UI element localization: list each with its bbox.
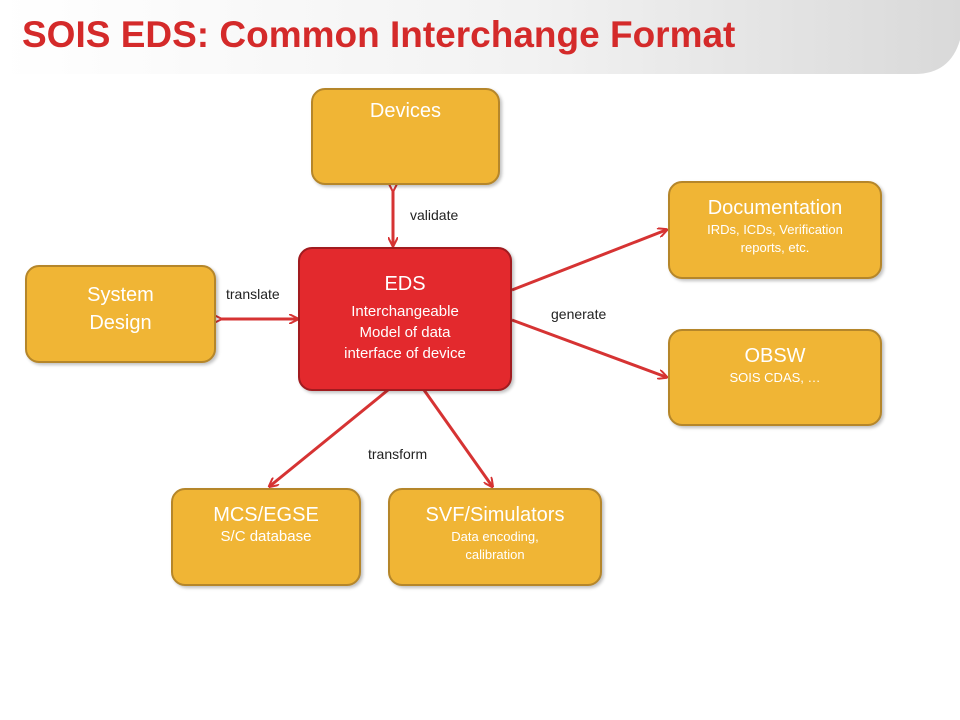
system-design-box: System Design <box>25 265 216 363</box>
eds-line-1: Interchangeable <box>351 303 459 320</box>
documentation-title: Documentation <box>707 197 843 219</box>
arrow-svf <box>422 389 492 486</box>
arrow-mcs <box>270 388 389 486</box>
translate-label: translate <box>226 286 280 302</box>
system-design-line-2: Design <box>89 312 152 334</box>
obsw-title: OBSW <box>744 345 806 367</box>
documentation-line-2: reports, etc. <box>740 240 810 255</box>
eds-title: EDS <box>384 273 426 295</box>
eds-line-2: Model of data <box>359 324 451 341</box>
devices-title: Devices <box>369 100 442 122</box>
svf-simulators-line-1: Data encoding, <box>451 529 539 544</box>
documentation-box: Documentation IRDs, ICDs, Verification r… <box>668 181 882 279</box>
devices-box: Devices <box>311 88 500 185</box>
title-banner-shape <box>0 0 960 74</box>
generate-label: generate <box>551 306 607 322</box>
arrow-documentation <box>511 230 666 292</box>
title-bar: SOIS EDS: Common Interchange Format <box>0 0 960 78</box>
documentation-line-1: IRDs, ICDs, Verification <box>707 222 843 237</box>
eds-line-3: interface of device <box>344 345 466 362</box>
page-title: SOIS EDS: Common Interchange Format <box>22 14 736 55</box>
mcs-egse-title: MCS/EGSE <box>213 504 319 526</box>
svf-simulators-line-2: calibration <box>465 547 525 562</box>
arrow-obsw <box>511 318 666 377</box>
system-design-line-1: System <box>87 284 154 306</box>
mcs-egse-box: MCS/EGSE S/C database <box>171 488 361 586</box>
obsw-box: OBSW SOIS CDAS, … <box>668 329 882 426</box>
transform-label: transform <box>368 446 428 462</box>
obsw-subtitle: SOIS CDAS, … <box>729 370 821 385</box>
mcs-egse-subtitle: S/C database <box>220 528 312 545</box>
svf-simulators-box: SVF/Simulators Data encoding, calibratio… <box>388 488 602 586</box>
eds-box: EDS Interchangeable Model of data interf… <box>298 247 512 391</box>
svf-simulators-title: SVF/Simulators <box>425 504 565 526</box>
validate-label: validate <box>410 207 459 223</box>
